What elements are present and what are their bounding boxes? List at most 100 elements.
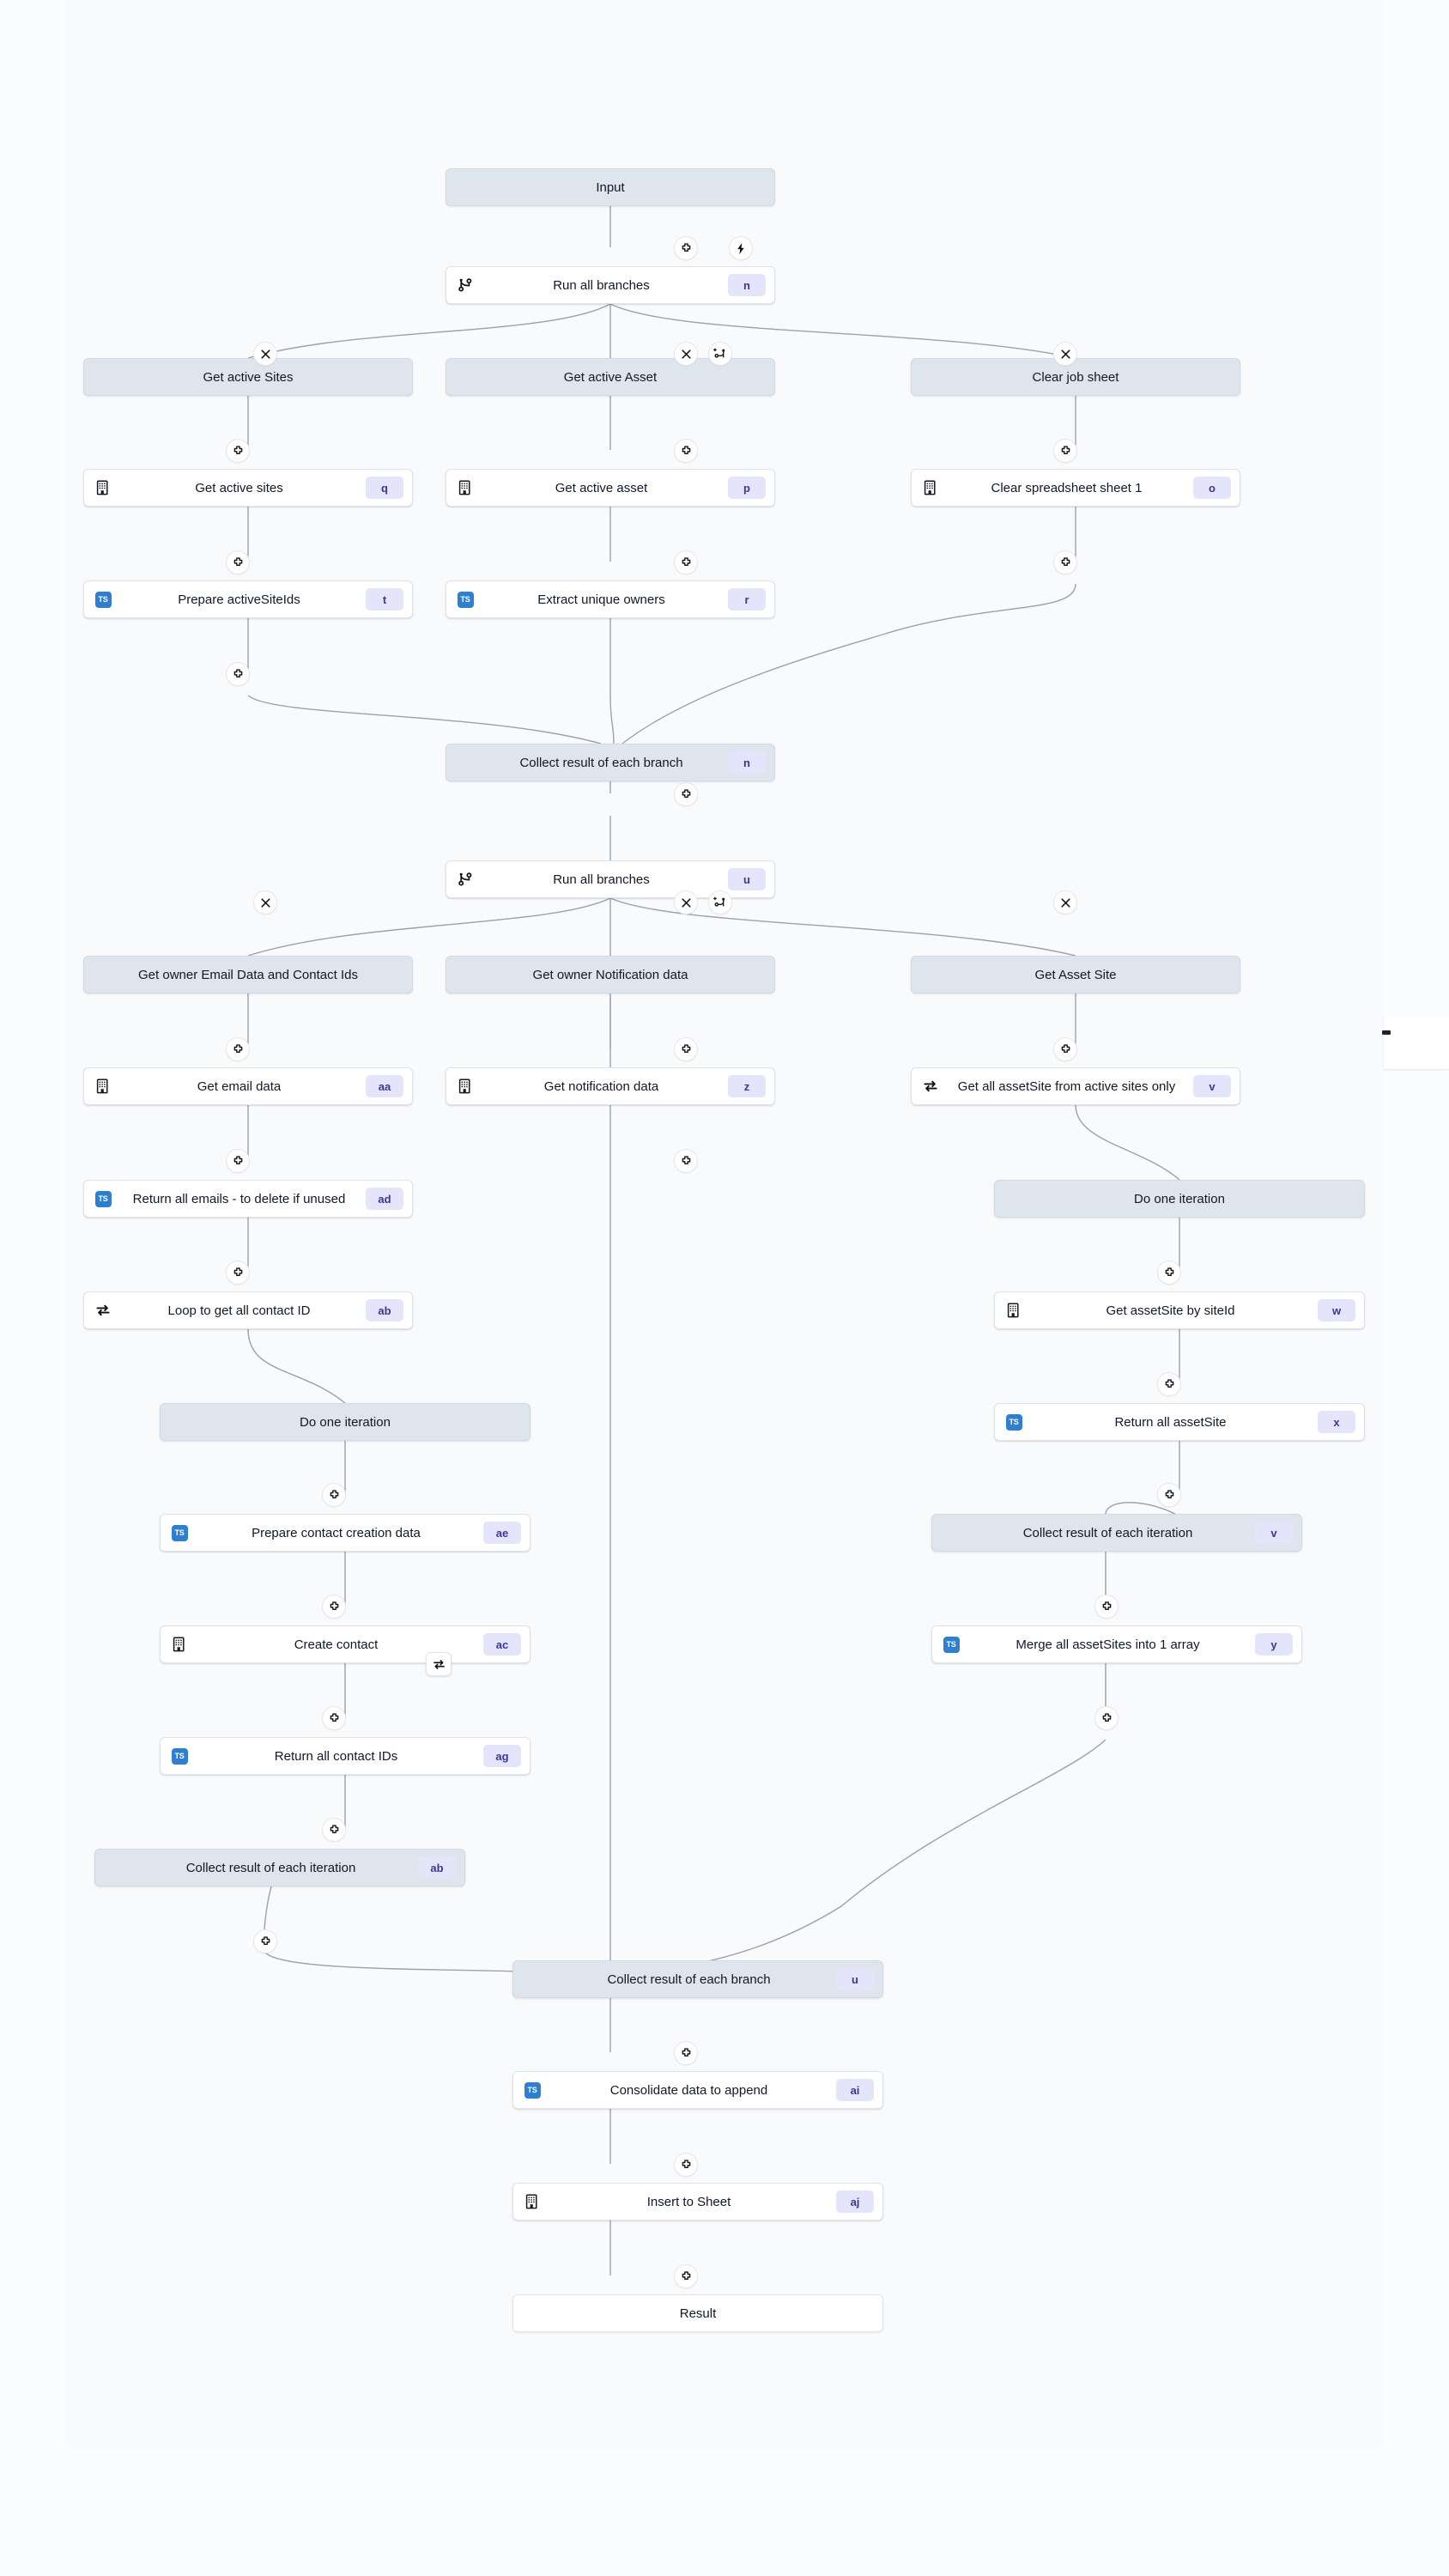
plus-icon[interactable] bbox=[226, 550, 250, 574]
close-icon[interactable] bbox=[674, 342, 698, 366]
node-badge[interactable]: r bbox=[728, 588, 766, 611]
plus-icon[interactable] bbox=[674, 2041, 698, 2065]
workflow-node-grp-notif[interactable]: Get owner Notification data bbox=[446, 956, 775, 993]
plus-icon[interactable] bbox=[674, 2264, 698, 2288]
node-badge[interactable]: ai bbox=[836, 2079, 874, 2101]
plus-icon[interactable] bbox=[322, 1483, 346, 1507]
plus-icon[interactable] bbox=[674, 782, 698, 806]
loop-icon bbox=[94, 1301, 112, 1320]
plus-icon[interactable] bbox=[1053, 439, 1077, 463]
plus-icon[interactable] bbox=[1053, 550, 1077, 574]
node-badge[interactable]: n bbox=[728, 274, 766, 296]
plus-icon[interactable] bbox=[1094, 1595, 1119, 1619]
node-badge[interactable]: ab bbox=[366, 1299, 403, 1321]
plus-icon[interactable] bbox=[226, 1261, 250, 1285]
plus-icon[interactable] bbox=[226, 662, 250, 686]
plus-icon[interactable] bbox=[226, 1149, 250, 1173]
plus-icon[interactable] bbox=[1157, 1261, 1181, 1285]
add-branch-icon[interactable] bbox=[708, 342, 732, 366]
node-badge[interactable]: x bbox=[1318, 1411, 1355, 1433]
close-icon[interactable] bbox=[253, 890, 277, 914]
typescript-icon: TS bbox=[942, 1635, 961, 1654]
plus-icon[interactable] bbox=[322, 1595, 346, 1619]
node-badge[interactable]: ab bbox=[418, 1856, 456, 1879]
node-badge[interactable]: z bbox=[728, 1075, 766, 1097]
typescript-icon: TS bbox=[94, 1190, 112, 1207]
workflow-node-grp-jobsheet[interactable]: Clear job sheet bbox=[911, 358, 1240, 396]
node-badge[interactable]: o bbox=[1193, 477, 1231, 499]
workflow-node-get-all-as[interactable]: Get all assetSite from active sites only… bbox=[911, 1067, 1240, 1105]
loop-indicator-icon[interactable] bbox=[426, 1652, 452, 1676]
workflow-node-grp-assetsite[interactable]: Get Asset Site bbox=[911, 956, 1240, 993]
node-badge[interactable]: ag bbox=[483, 1745, 521, 1767]
node-badge[interactable]: w bbox=[1318, 1299, 1355, 1321]
node-badge[interactable]: t bbox=[366, 588, 403, 611]
workflow-node-grp-email[interactable]: Get owner Email Data and Contact Ids bbox=[83, 956, 413, 993]
node-badge[interactable]: u bbox=[836, 1968, 874, 1990]
close-icon[interactable] bbox=[674, 890, 698, 914]
node-badge[interactable]: aa bbox=[366, 1075, 403, 1097]
workflow-node-grp-sites[interactable]: Get active Sites bbox=[83, 358, 413, 396]
plus-icon[interactable] bbox=[322, 1818, 346, 1842]
workflow-node-input[interactable]: Input bbox=[446, 168, 775, 206]
node-badge[interactable]: ae bbox=[483, 1522, 521, 1544]
typescript-icon: TS bbox=[523, 2081, 542, 2099]
plus-icon[interactable] bbox=[322, 1706, 346, 1730]
plus-icon[interactable] bbox=[674, 439, 698, 463]
node-badge[interactable]: v bbox=[1193, 1075, 1231, 1097]
close-icon[interactable] bbox=[1053, 342, 1077, 366]
plus-icon[interactable] bbox=[674, 2153, 698, 2177]
plus-icon[interactable] bbox=[674, 1037, 698, 1061]
workflow-node-do-iter-l[interactable]: Do one iteration bbox=[160, 1403, 530, 1441]
plus-icon[interactable] bbox=[674, 236, 698, 260]
plus-icon[interactable] bbox=[674, 550, 698, 574]
plus-icon[interactable] bbox=[674, 1149, 698, 1173]
add-branch-icon[interactable] bbox=[708, 890, 732, 914]
node-badge[interactable]: u bbox=[728, 868, 766, 890]
plus-icon[interactable] bbox=[1053, 1037, 1077, 1061]
plus-icon[interactable] bbox=[226, 439, 250, 463]
plus-icon[interactable] bbox=[1157, 1372, 1181, 1396]
plus-icon[interactable] bbox=[1157, 1483, 1181, 1507]
close-icon[interactable] bbox=[1053, 890, 1077, 914]
node-badge[interactable]: v bbox=[1255, 1522, 1293, 1544]
node-badge[interactable]: ac bbox=[483, 1633, 521, 1656]
node-badge[interactable]: p bbox=[728, 477, 766, 499]
bolt-icon[interactable] bbox=[729, 236, 753, 260]
plus-icon[interactable] bbox=[253, 1929, 277, 1953]
node-badge[interactable]: y bbox=[1255, 1633, 1293, 1656]
node-badge[interactable]: ad bbox=[366, 1188, 403, 1210]
workflow-node-result[interactable]: Result bbox=[512, 2294, 883, 2332]
node-badge[interactable]: n bbox=[728, 751, 766, 774]
node-badge[interactable]: aj bbox=[836, 2190, 874, 2213]
plus-icon[interactable] bbox=[1094, 1706, 1119, 1730]
node-badge[interactable]: q bbox=[366, 477, 403, 499]
close-icon[interactable] bbox=[253, 342, 277, 366]
workflow-node-do-iter-r[interactable]: Do one iteration bbox=[994, 1180, 1365, 1218]
plus-icon[interactable] bbox=[226, 1037, 250, 1061]
